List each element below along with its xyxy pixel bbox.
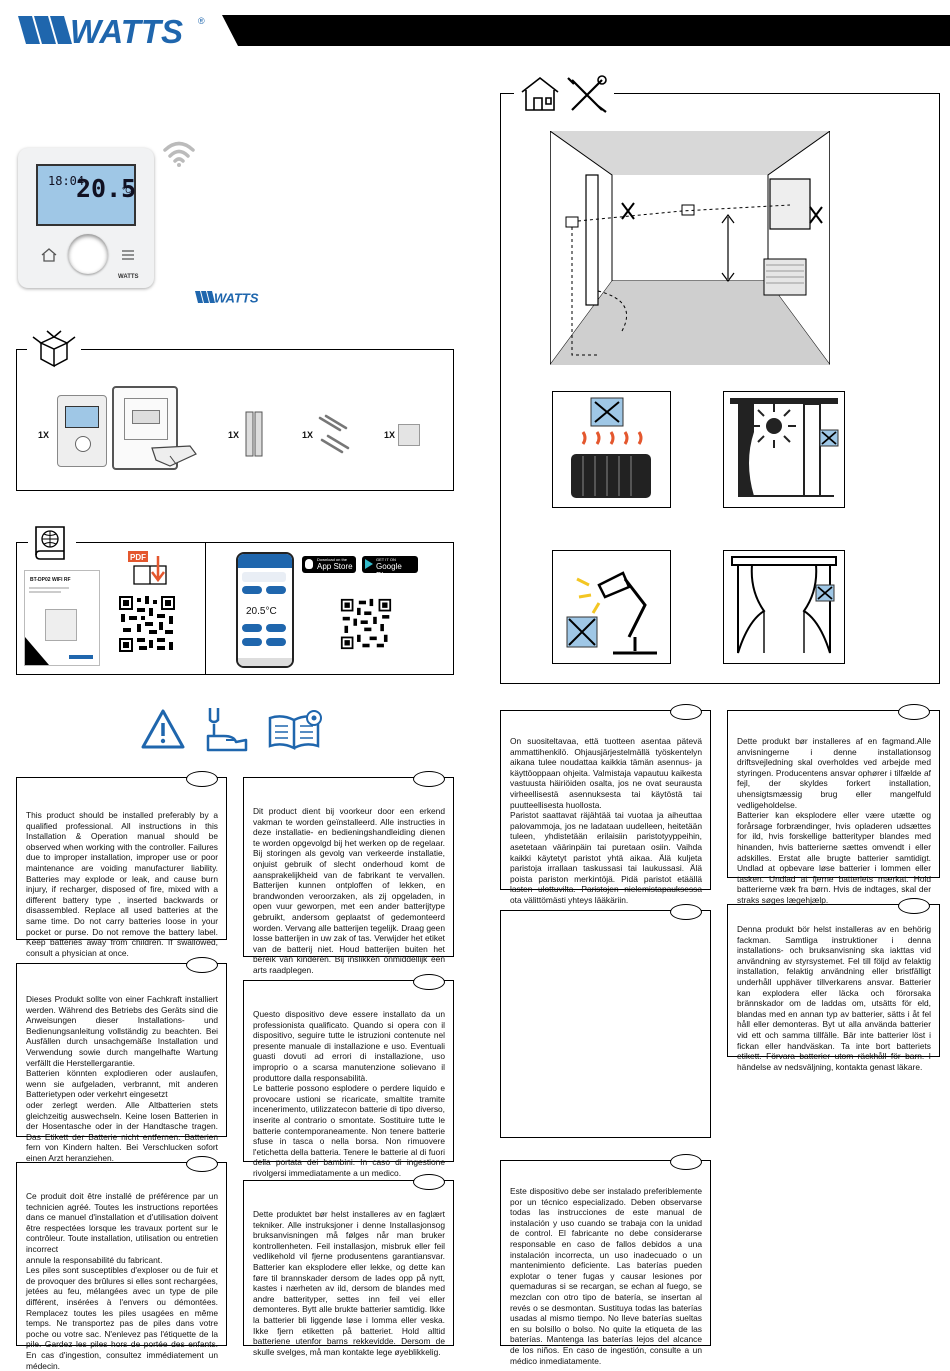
qty-batteries: 1X: [228, 430, 240, 440]
thermostat-device: 18:04 20.5 °C WATTS: [18, 148, 154, 288]
desk-stand-image: [150, 444, 198, 468]
box-tab: [670, 1154, 702, 1170]
safety-text-nl: Dit product dient bij voorkeur door een …: [253, 806, 445, 975]
safety-box-fi: [500, 710, 711, 890]
menu-icon: [122, 250, 134, 260]
qr-code-manual[interactable]: [118, 595, 176, 653]
watts-logo-text: WATTS: [70, 13, 183, 48]
safety-box-de: [16, 963, 227, 1137]
batteries-image: [244, 410, 264, 458]
no-lamp-panel: [552, 550, 671, 664]
box-tab: [186, 957, 218, 973]
qty-adhesive-pad: 1X: [384, 430, 396, 440]
thermostat-front-image: [57, 395, 107, 467]
safety-box-fr: [16, 1162, 227, 1346]
app-store-label: App Store: [317, 562, 353, 571]
qr-code-app-pattern: [340, 598, 392, 650]
svg-text:WATTS: WATTS: [214, 291, 259, 305]
box-icon: [27, 327, 81, 375]
manual-cover-title: BT-DP02 WIFI RF: [30, 577, 71, 583]
no-direct-sunlight-panel: [723, 391, 845, 508]
box-tab: [413, 1174, 445, 1190]
dial-knob: [68, 234, 108, 274]
wifi-icon: [162, 138, 196, 168]
house-tools-icon: [514, 72, 614, 116]
device-label: WATTS: [118, 274, 139, 280]
svg-text:PDF: PDF: [130, 553, 146, 562]
qty-screws: 1X: [302, 430, 314, 440]
app-temperature: 20.5°C: [246, 606, 277, 617]
read-manual-icon: [268, 710, 324, 750]
safety-text-no: Dette produktet bør helst installeres av…: [253, 1209, 445, 1357]
no-radiator-panel: [552, 391, 671, 508]
lcd-temperature: 20.5: [76, 174, 137, 203]
no-curtain-panel: [723, 550, 845, 664]
divider-line: [205, 542, 206, 675]
safety-text-da: Dette produkt bør installeres af en fagm…: [737, 736, 931, 905]
app-store-badge[interactable]: Download on the App Store: [302, 556, 356, 573]
box-tab: [186, 771, 218, 787]
safety-box-nl: [243, 777, 454, 957]
room-diagram: [550, 131, 830, 365]
lcd-unit: °C: [122, 186, 131, 195]
screws-image: [316, 414, 356, 454]
play-icon: [365, 559, 373, 569]
watts-logo: WATTS ®: [18, 12, 208, 48]
qty-thermostat: 1X: [38, 430, 50, 440]
safety-text-es: Este dispositivo debe ser instalado pref…: [510, 1186, 702, 1366]
manual-web-icon: [28, 521, 76, 567]
adhesive-pad-image: [398, 424, 420, 446]
box-tab: [670, 704, 702, 720]
google-play-badge[interactable]: GET IT ON Google Play: [362, 556, 418, 580]
safety-text-it: Questo dispositivo deve essere installat…: [253, 1009, 445, 1178]
safety-box-da: [727, 710, 940, 878]
box-tab: [898, 704, 930, 720]
safety-box-en: [16, 777, 227, 940]
box-tab: [898, 898, 930, 914]
safety-box-es: [500, 1160, 711, 1346]
box-tab: [186, 1156, 218, 1172]
safety-text-en: This product should be installed prefera…: [26, 810, 218, 958]
pdf-download-icon: PDF: [128, 550, 172, 586]
safety-text-fr: Ce produit doit être installé de préfére…: [26, 1191, 218, 1371]
warning-triangle-icon: [140, 708, 186, 750]
google-play-label: Google Play: [376, 562, 402, 580]
svg-text:®: ®: [198, 16, 205, 26]
box-tab: [413, 974, 445, 990]
safety-box-it: [243, 980, 454, 1162]
safety-text-de: Dieses Produkt sollte von einer Fachkraf…: [26, 994, 218, 1163]
installer-wrench-icon: [204, 706, 250, 752]
header-bar: [222, 15, 950, 46]
safety-text-fi: On suositeltavaa, että tuotteen asentaa …: [510, 736, 702, 905]
safety-box-sv: [727, 904, 940, 1057]
box-tab: [670, 904, 702, 920]
home-icon: [40, 247, 58, 263]
apple-icon: [305, 559, 313, 569]
safety-text-sv: Denna produkt bör helst installeras av e…: [737, 924, 931, 1072]
smartphone-app-image: 20.5°C: [236, 552, 294, 668]
safety-box-no: [243, 1180, 454, 1346]
lcd-display: 18:04 20.5 °C: [36, 164, 136, 226]
lcd-time: 18:04: [48, 174, 85, 188]
small-watts-logo: WATTS: [195, 290, 265, 304]
qr-code-pattern: [118, 595, 176, 653]
box-tab: [413, 771, 445, 787]
qr-code-app[interactable]: [340, 598, 392, 650]
manual-cover-image: BT-DP02 WIFI RF: [24, 570, 100, 666]
empty-language-box: [500, 910, 711, 1138]
